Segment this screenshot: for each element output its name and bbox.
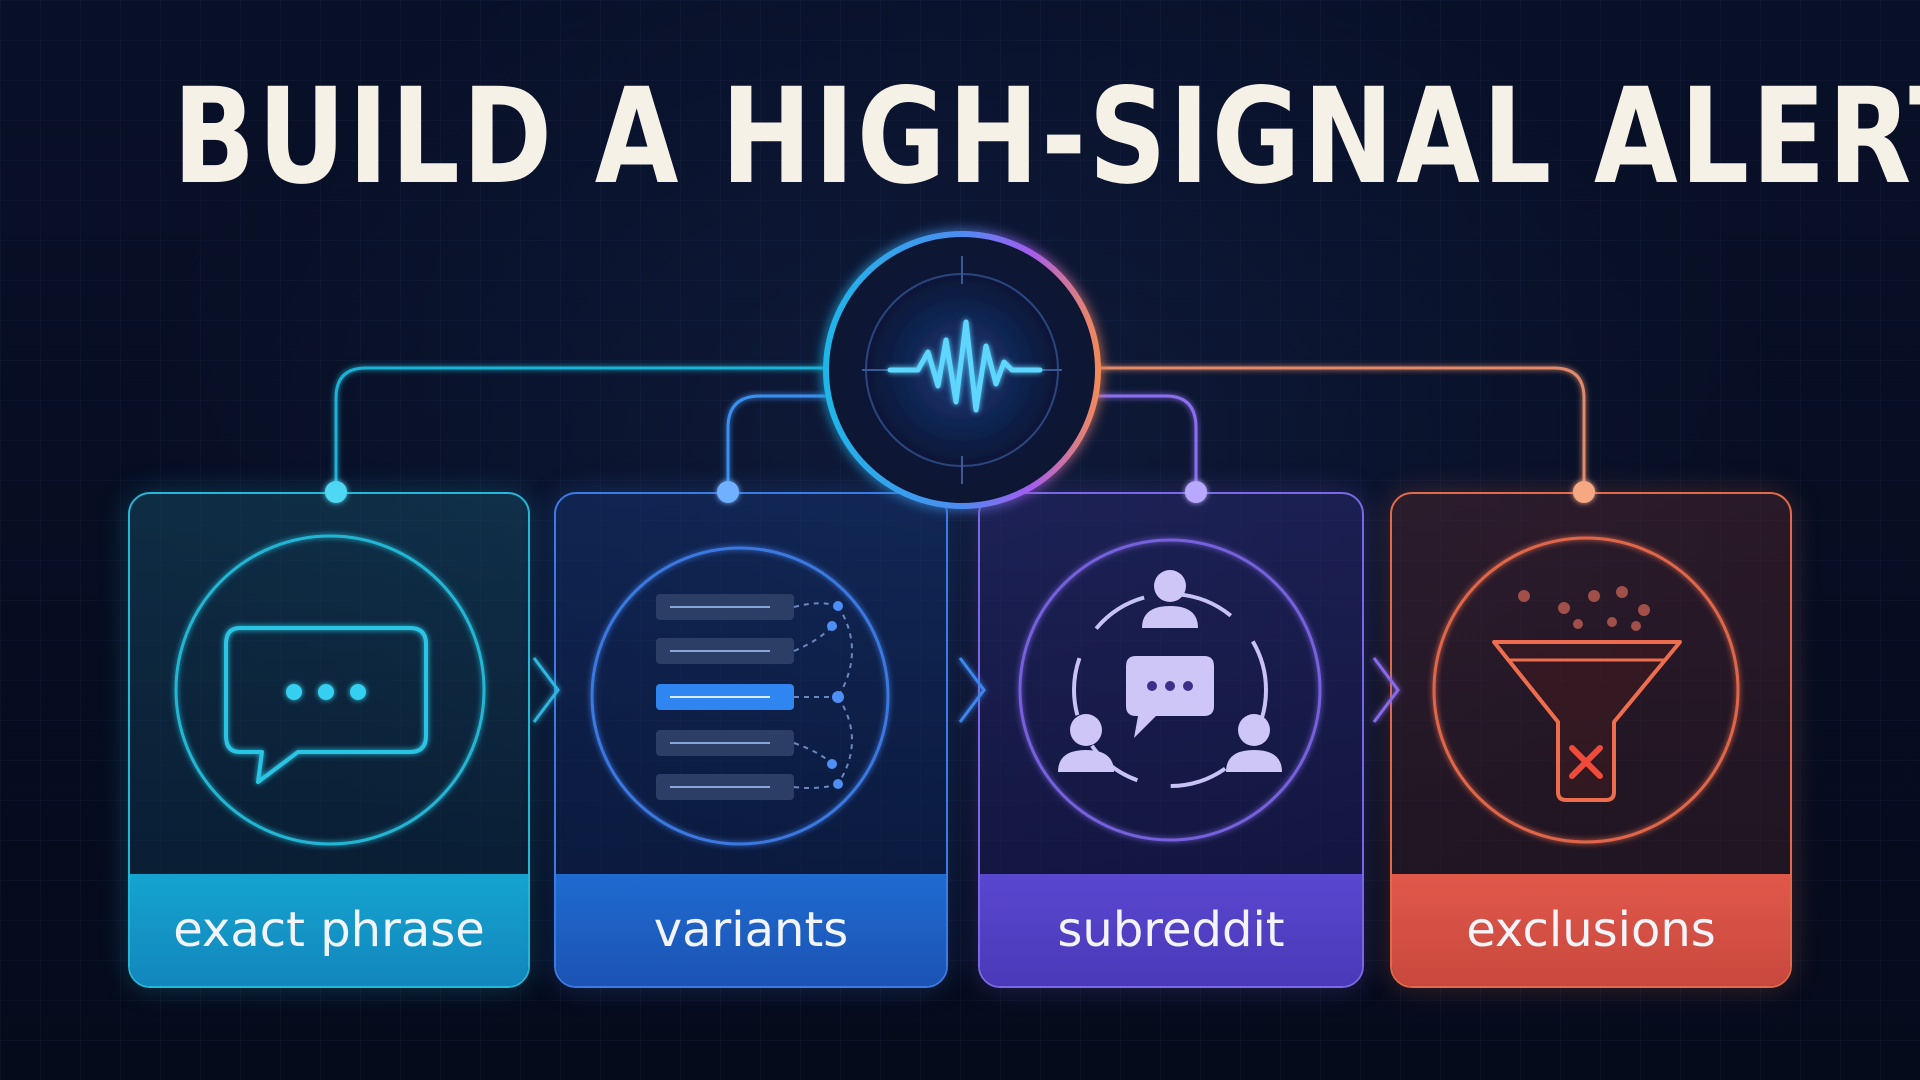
step-label: variants — [556, 874, 946, 986]
arrow-right-icon — [532, 657, 560, 723]
step-card-exact-phrase: exact phrase — [128, 492, 530, 988]
step-card-exclusions: exclusions — [1390, 492, 1792, 988]
arrow-right-icon — [958, 657, 986, 723]
page-title: BUILD A HIGH-SIGNAL ALERT — [172, 60, 1920, 214]
signal-pulse-icon — [823, 231, 1101, 509]
community-icon — [1018, 538, 1322, 842]
connector-node-exact-phrase — [325, 481, 347, 503]
connector-node-variants — [717, 481, 739, 503]
connector-line-subreddit — [1056, 394, 1198, 492]
step-label: subreddit — [980, 874, 1362, 986]
connector-node-exclusions — [1573, 481, 1595, 503]
list-branches-icon — [590, 546, 890, 846]
step-label: exact phrase — [130, 874, 528, 986]
arrow-right-icon — [1372, 657, 1400, 723]
connector-line-exact-phrase — [334, 366, 830, 492]
step-label: exclusions — [1392, 874, 1790, 986]
connector-line-variants — [726, 394, 862, 492]
funnel-exclude-icon — [1432, 536, 1740, 844]
connector-line-exclusions — [1096, 366, 1586, 492]
connector-node-subreddit — [1185, 481, 1207, 503]
chat-bubble-icon — [174, 534, 486, 846]
